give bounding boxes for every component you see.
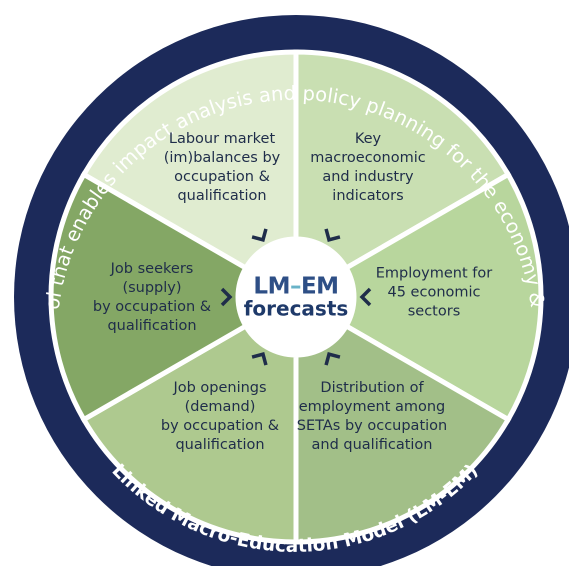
- segment-label-job-openings: Job openings(demand)by occupation &quali…: [160, 380, 280, 453]
- center-circle: [238, 239, 354, 355]
- chevron-icon: [220, 287, 233, 307]
- segments-group: [48, 49, 544, 545]
- chevron-icon: [324, 352, 341, 366]
- chevron-icon: [251, 352, 268, 366]
- logo-subtitle: forecasts: [243, 296, 349, 321]
- segment-label-job-seekers: Job seekers(supply)by occupation &qualif…: [92, 261, 212, 334]
- chevron-icon: [251, 228, 268, 242]
- chevron-icon: [324, 228, 341, 242]
- chevrons-group: [220, 228, 372, 366]
- lm-em-forecasts-logo: LM–EM forecasts: [244, 275, 349, 320]
- logo-title: LM–EM: [253, 273, 339, 300]
- chevron-icon: [359, 287, 372, 307]
